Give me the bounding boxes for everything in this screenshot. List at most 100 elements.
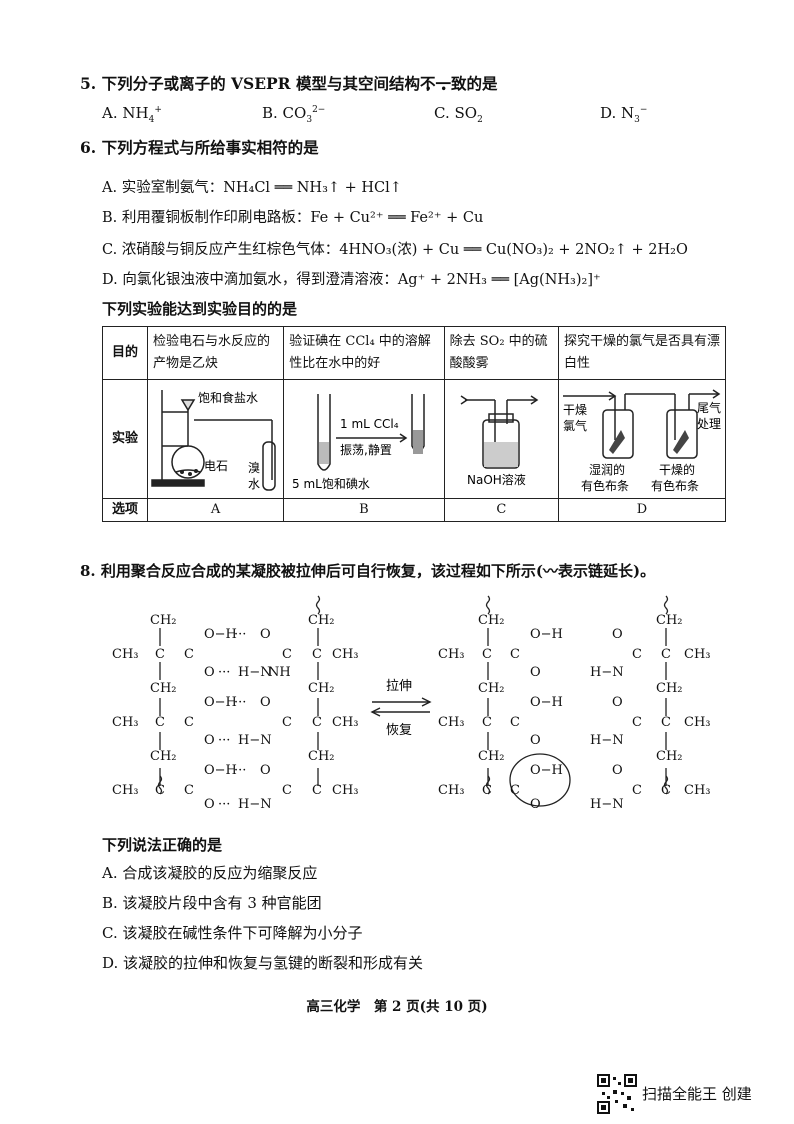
label-bromine-2: 水 (248, 477, 260, 491)
purpose-d: 探究干燥的氯气是否具有漂白性 (558, 326, 726, 380)
label-dry-2: 氯气 (563, 418, 587, 433)
label-ccl4: 1 mL CCl₄ (340, 417, 399, 431)
svg-text:C: C (312, 647, 322, 662)
svg-text:CH₃: CH₃ (438, 647, 465, 662)
equilibrium-arrows: 拉伸 恢复 (370, 679, 432, 738)
gas-washing-bottle-diagram: NaOH溶液 (460, 395, 538, 487)
svg-text:O: O (260, 695, 271, 710)
purpose-a: 检验电石与水反应的产物是乙炔 (146, 326, 285, 380)
svg-text:CH₂: CH₂ (478, 613, 505, 628)
apparatus-a: 饱和食盐水 电石 溴 水 (146, 379, 285, 499)
chlorine-bleach-diagram: 干燥 氯气 尾气 处理 湿润的 有色布条 干燥的 有色布条 (563, 389, 721, 493)
table-row-purpose: 目的 检验电石与水反应的产物是乙炔 验证碘在 CCl₄ 中的溶解性比在水中的好 … (102, 326, 726, 380)
svg-text:CH₃: CH₃ (112, 715, 139, 730)
svg-text:O: O (204, 733, 215, 748)
svg-text:O−H: O−H (530, 763, 563, 778)
svg-text:CH₂: CH₂ (656, 613, 683, 628)
purpose-b: 验证碘在 CCl₄ 中的溶解性比在水中的好 (283, 326, 445, 380)
svg-text:CH₃: CH₃ (438, 783, 465, 798)
svg-text:O: O (530, 733, 541, 748)
q5-option-a: A. NH4+ (102, 104, 162, 125)
q6-option-d: D. 向氯化银浊液中滴加氨水，得到澄清溶液：Ag⁺ + 2NH₃ ══ [Ag(… (102, 272, 601, 288)
svg-text:CH₃: CH₃ (112, 647, 139, 662)
svg-text:C: C (632, 783, 642, 798)
svg-text:C: C (510, 647, 520, 662)
option-label-d: D (558, 498, 726, 522)
label-wet-1: 湿润的 (589, 462, 625, 477)
svg-text:CH₂: CH₂ (308, 613, 335, 628)
svg-text:H−N: H−N (590, 797, 624, 810)
table-row-experiment: 实验 饱和食盐水 (102, 379, 726, 499)
svg-text:O−H: O−H (204, 695, 237, 710)
svg-text:···: ··· (218, 665, 230, 680)
apparatus-c: NaOH溶液 (443, 379, 560, 499)
q6-option-c: C. 浓硝酸与铜反应产生红棕色气体：4HNO₃(浓) + Cu ══ Cu(NO… (102, 242, 688, 258)
svg-text:C: C (632, 647, 642, 662)
svg-text:C: C (632, 715, 642, 730)
label-tail-1: 尾气 (697, 400, 721, 415)
svg-text:CH₂: CH₂ (308, 681, 335, 696)
q8-option-d: D. 该凝胶的拉伸和恢复与氢键的断裂和形成有关 (102, 954, 424, 972)
svg-text:C: C (661, 783, 671, 798)
table-row-option: 选项 A B C D (102, 498, 726, 522)
gel-structure-diagram: CH₂ CH₃ C C O−H ··· O ··· H−N NH O C C C… (112, 595, 711, 810)
label-shake-settle: 振荡,静置 (340, 443, 392, 457)
svg-text:C: C (312, 715, 322, 730)
option-label-b: B (283, 498, 445, 522)
svg-text:CH₃: CH₃ (112, 783, 139, 798)
q5-option-d: D. N3− (600, 104, 648, 125)
svg-text:O−H: O−H (530, 627, 563, 642)
svg-text:C: C (155, 783, 165, 798)
svg-text:CH₂: CH₂ (656, 681, 683, 696)
label-calcium-carbide: 电石 (204, 459, 228, 473)
svg-text:H−N: H−N (590, 733, 624, 748)
left-row-3: CH₂ CH₃ C C O−H ··· O ··· H−N O C C CH₃ … (112, 749, 359, 810)
svg-text:CH₂: CH₂ (150, 681, 177, 696)
svg-text:···: ··· (218, 797, 230, 810)
purpose-c: 除去 SO₂ 中的硫酸酸雾 (443, 326, 560, 380)
svg-text:C: C (661, 715, 671, 730)
svg-text:C: C (282, 647, 292, 662)
svg-text:CH₂: CH₂ (478, 681, 505, 696)
q6-option-b: B. 利用覆铜板制作印刷电路板：Fe + Cu²⁺ ══ Fe²⁺ + Cu (102, 210, 484, 226)
option-label-c: C (443, 498, 560, 522)
svg-text:C: C (482, 647, 492, 662)
svg-text:CH₃: CH₃ (684, 783, 711, 798)
q8-option-c: C. 该凝胶在碱性条件下可降解为小分子 (102, 924, 363, 942)
svg-text:C: C (482, 715, 492, 730)
svg-text:C: C (510, 783, 520, 798)
iodine-extraction-diagram: 1 mL CCl₄ 振荡,静置 5 mL饱和碘水 (292, 394, 426, 491)
svg-text:O: O (260, 627, 271, 642)
svg-text:O: O (612, 627, 623, 642)
label-dry-1: 干燥 (563, 403, 587, 417)
q7-stem: 下列实验能达到实验目的的是 (102, 300, 298, 318)
svg-text:O: O (530, 797, 541, 810)
svg-text:CH₂: CH₂ (150, 749, 177, 764)
page-footer: 高三化学 第 2 页(共 10 页) (306, 999, 488, 1015)
svg-text:C: C (661, 647, 671, 662)
label-drycloth-2: 有色布条 (651, 479, 699, 493)
apparatus-d: 干燥 氯气 尾气 处理 湿润的 有色布条 干燥的 有色布条 (558, 379, 726, 499)
q5-option-b: B. CO32− (262, 104, 326, 125)
svg-text:CH₃: CH₃ (332, 715, 359, 730)
svg-text:H−N: H−N (590, 665, 624, 680)
svg-text:O−H: O−H (530, 695, 563, 710)
svg-text:···: ··· (234, 763, 246, 778)
q6-option-a: A. 实验室制氨气：NH₄Cl ══ NH₃↑ + HCl↑ (102, 180, 402, 196)
left-hbonded-structure (159, 628, 319, 786)
svg-text:H−N: H−N (238, 733, 272, 748)
q8-question: 下列说法正确的是 (102, 836, 223, 854)
row-header-option: 选项 (102, 498, 148, 522)
q7-experiment-table: 目的 检验电石与水反应的产物是乙炔 验证碘在 CCl₄ 中的溶解性比在水中的好 … (102, 326, 726, 522)
apparatus-b: 1 mL CCl₄ 振荡,静置 5 mL饱和碘水 (283, 379, 445, 499)
svg-text:CH₂: CH₂ (150, 613, 177, 628)
scanner-watermark: 扫描全能王 创建 (642, 1085, 752, 1103)
q8-stem: 8. 利用聚合反应合成的某凝胶被拉伸后可自行恢复，该过程如下所示(〰表示链延长)… (80, 562, 656, 580)
svg-text:C: C (282, 783, 292, 798)
left-row-2: CH₂ CH₃ C C O−H ··· O ··· H−N O C C CH₃ … (112, 681, 359, 748)
svg-text:C: C (155, 715, 165, 730)
svg-text:···: ··· (234, 695, 246, 710)
q8-option-b: B. 该凝胶片段中含有 3 种官能团 (102, 894, 322, 912)
svg-text:C: C (155, 647, 165, 662)
recover-label: 恢复 (386, 723, 412, 738)
